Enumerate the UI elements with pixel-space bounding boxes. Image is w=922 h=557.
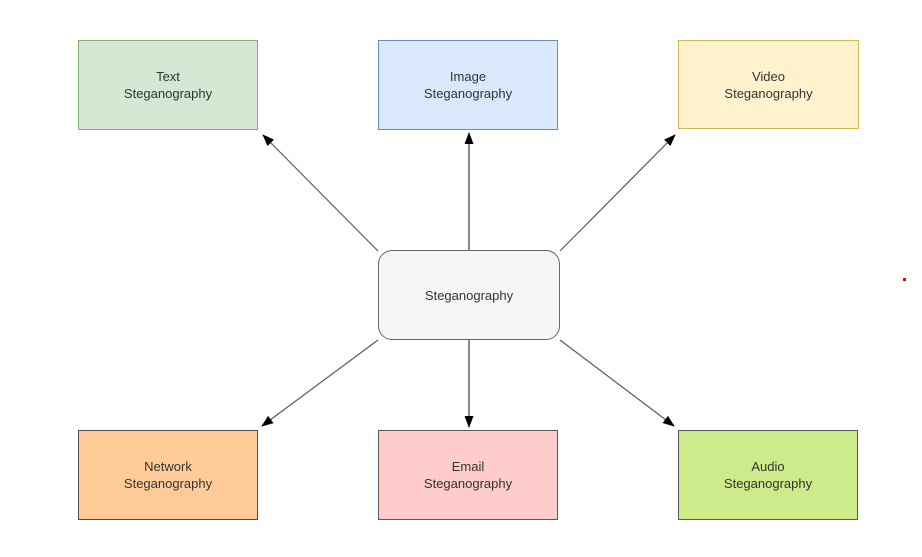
node-label-line1: Text bbox=[156, 69, 180, 84]
node-video-steganography: Video Steganography bbox=[678, 40, 859, 129]
node-email-steganography: Email Steganography bbox=[378, 430, 558, 520]
node-label-line2: Steganography bbox=[724, 85, 813, 101]
node-label-line1: Video bbox=[751, 68, 785, 84]
node-label-line1: Image bbox=[449, 69, 487, 84]
node-steganography-center: Steganography bbox=[378, 250, 560, 340]
arrow-center-to-network-steganography bbox=[261, 339, 379, 427]
arrow-center-to-text-steganography bbox=[262, 134, 379, 252]
node-label-line2: Steganography bbox=[123, 476, 213, 491]
node-label-line2: Steganography bbox=[723, 476, 813, 491]
node-text-steganography: Text Steganography bbox=[78, 40, 258, 130]
center-node-label: Steganography bbox=[424, 287, 514, 303]
node-label-line1: Email bbox=[451, 459, 485, 474]
node-label-line2: Steganography bbox=[423, 476, 513, 491]
node-label-line2: Steganography bbox=[423, 86, 513, 101]
node-network-steganography: Network Steganography bbox=[78, 430, 258, 520]
arrow-center-to-video-steganography bbox=[559, 134, 676, 252]
node-label-line1: Audio bbox=[751, 459, 785, 474]
node-label-line2: Steganography bbox=[123, 86, 213, 101]
node-audio-steganography: Audio Steganography bbox=[678, 430, 858, 520]
node-label-line1: Network bbox=[144, 459, 192, 474]
node-image-steganography: Image Steganography bbox=[378, 40, 558, 130]
arrow-center-to-audio-steganography bbox=[559, 339, 675, 427]
red-dot-artifact bbox=[903, 278, 906, 281]
